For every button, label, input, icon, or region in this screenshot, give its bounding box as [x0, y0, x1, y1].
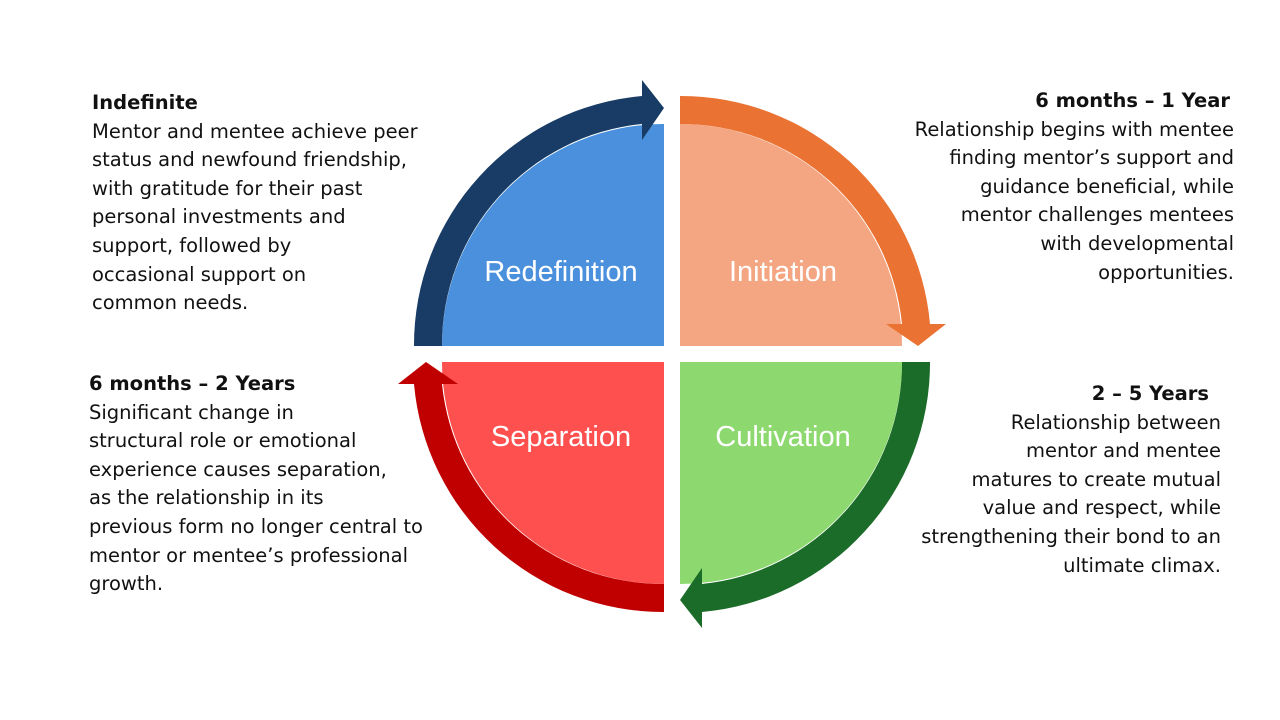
cultivation-description: Relationship between mentor and mentee m… — [921, 410, 1221, 577]
cultivation-duration: 2 – 5 Years — [1091, 382, 1209, 405]
cultivation-arrow — [680, 362, 931, 628]
initiation-duration: 6 months – 1 Year — [1035, 89, 1230, 112]
initiation-description-block: 6 months – 1 Year Relationship begins wi… — [840, 87, 1234, 287]
separation-description-block: 6 months – 2 Years Significant change in… — [89, 370, 469, 599]
redefinition-label: Redefinition — [484, 256, 637, 288]
separation-quadrant — [442, 362, 664, 584]
redefinition-duration: Indefinite — [92, 91, 198, 114]
redefinition-description-block: Indefinite Mentor and mentee achieve pee… — [92, 89, 472, 318]
initiation-arrow — [680, 95, 946, 346]
initiation-quadrant — [680, 124, 902, 346]
separation-duration: 6 months – 2 Years — [89, 372, 296, 395]
cultivation-quadrant — [680, 362, 902, 584]
separation-arrow — [398, 362, 664, 613]
redefinition-arrow — [413, 80, 664, 346]
initiation-label: Initiation — [729, 256, 837, 288]
separation-description: Significant change in structural role or… — [89, 400, 423, 596]
separation-label: Separation — [491, 421, 631, 453]
cultivation-label: Cultivation — [715, 421, 850, 453]
cultivation-description-block: 2 – 5 Years Relationship between mentor … — [860, 380, 1221, 580]
redefinition-quadrant — [442, 124, 664, 346]
redefinition-description: Mentor and mentee achieve peer status an… — [92, 119, 418, 315]
initiation-description: Relationship begins with mentee finding … — [914, 117, 1234, 284]
